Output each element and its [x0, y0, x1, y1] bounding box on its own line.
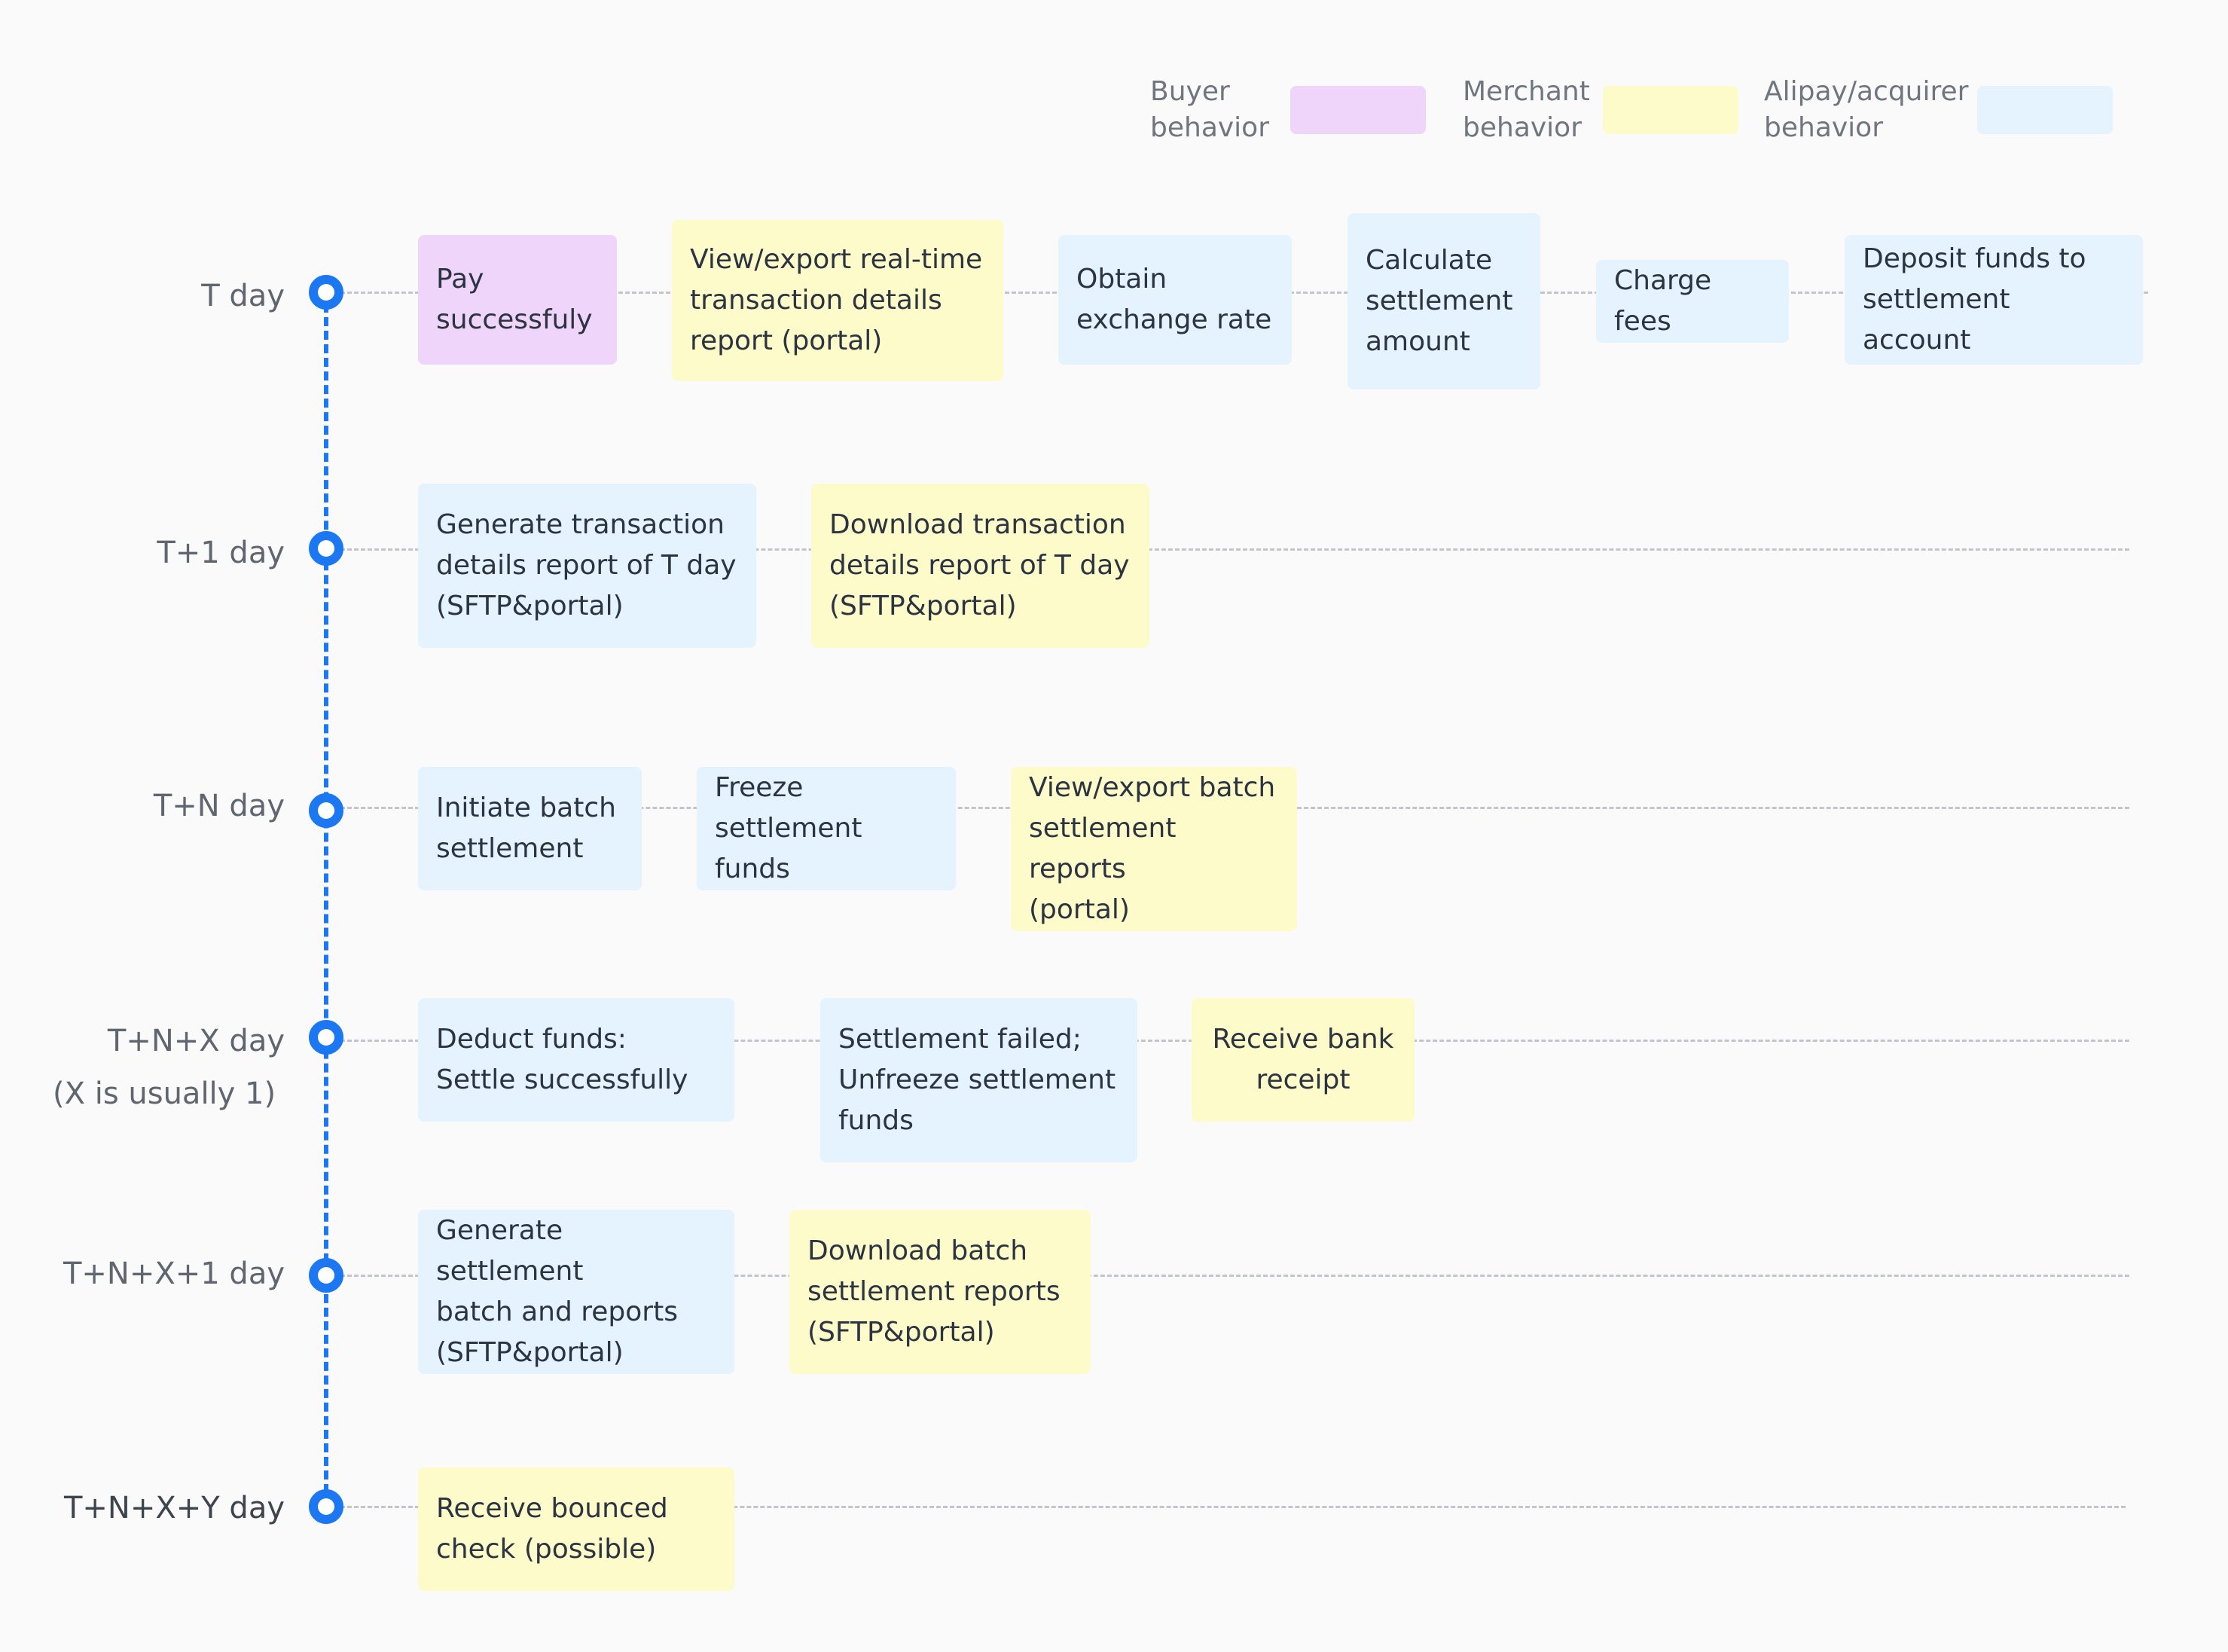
row-connector-t1 [340, 548, 2129, 551]
timeline-line [324, 290, 328, 1507]
day-label-tn: T+N day [153, 789, 285, 823]
step-pay-successfully: Pay successfuly [418, 235, 617, 365]
legend-label-alipay: Alipay/acquirer behavior [1764, 76, 1969, 143]
step-deduct-funds: Deduct funds: Settle successfully [418, 998, 734, 1122]
timeline-node-tnx [309, 1020, 343, 1055]
step-obtain-exchange-rate: Obtain exchange rate [1058, 235, 1292, 365]
step-deposit-funds: Deposit funds to settlement account [1845, 235, 2143, 365]
day-label-tnxy: T+N+X+Y day [63, 1491, 285, 1525]
step-generate-settlement-batch: Generate settlement batch and reports (S… [418, 1210, 734, 1374]
timeline-node-t1 [309, 531, 343, 566]
timeline-node-tnxy [309, 1489, 343, 1524]
day-label-tnx1: T+N+X+1 day [63, 1257, 285, 1291]
step-settlement-failed: Settlement failed; Unfreeze settlement f… [820, 998, 1137, 1162]
legend-swatch-alipay [1977, 86, 2113, 134]
legend-label-buyer: Buyer behavior [1150, 76, 1270, 143]
step-receive-bounced-check: Receive bounced check (possible) [418, 1467, 734, 1591]
timeline-node-tnx1 [309, 1258, 343, 1293]
legend-swatch-merchant [1603, 86, 1738, 134]
step-freeze-settlement-funds: Freeze settlement funds [697, 767, 956, 890]
row-connector-tnx1 [340, 1275, 2129, 1277]
day-label-t1: T+1 day [157, 536, 285, 570]
day-label-t: T day [201, 279, 285, 313]
step-receive-bank-receipt: Receive bank receipt [1192, 998, 1415, 1122]
step-view-export-realtime-report: View/export real-time transaction detail… [672, 220, 1003, 381]
step-view-export-batch-reports: View/export batch settlement reports (po… [1011, 767, 1297, 931]
step-download-transaction-report: Download transaction details report of T… [811, 484, 1149, 648]
step-initiate-batch-settlement: Initiate batch settlement [418, 767, 642, 890]
step-calculate-settlement-amount: Calculate settlement amount [1347, 213, 1540, 389]
step-generate-transaction-report: Generate transaction details report of T… [418, 484, 756, 648]
day-sublabel-tnx: (X is usually 1) [53, 1076, 276, 1111]
day-label-tnx: T+N+X day [107, 1024, 285, 1058]
row-connector-tnxy [340, 1506, 2126, 1508]
timeline-node-tn [309, 793, 343, 828]
legend-swatch-buyer [1290, 86, 1426, 134]
step-download-batch-reports: Download batch settlement reports (SFTP&… [789, 1210, 1091, 1374]
timeline-node-t [309, 275, 343, 310]
step-charge-fees: Charge fees [1596, 260, 1789, 343]
legend-label-merchant: Merchant behavior [1463, 76, 1590, 143]
